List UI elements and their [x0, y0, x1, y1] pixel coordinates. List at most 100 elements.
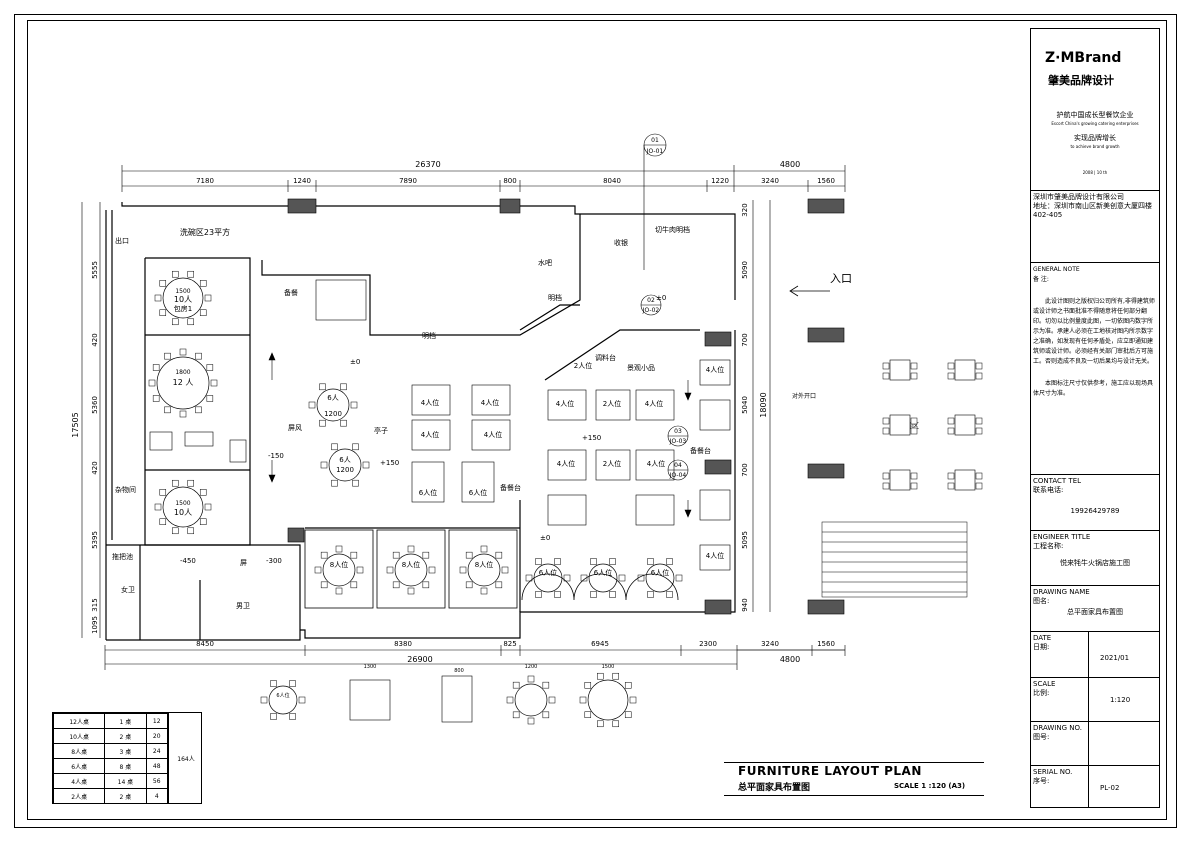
summary-cell: 4人桌 [52, 773, 106, 789]
label-male-wc: 男卫 [236, 602, 250, 610]
label-prep3: 备餐台 [690, 446, 711, 455]
dim-bottom-seg-4: 6945 [591, 640, 609, 648]
dim-top-seg-5: 8040 [603, 177, 621, 185]
stairs [821, 521, 968, 598]
legend-round-6 [260, 680, 306, 720]
room-10b-label: 10人 [174, 508, 192, 517]
booth-table [699, 544, 731, 571]
booth-label-11: 2人位 [603, 459, 621, 468]
room-10a-label: 10人 [174, 295, 192, 304]
scale-en: SCALE [1033, 680, 1056, 688]
marker-04-num: 04 [674, 462, 682, 469]
dim-left-3: 5360 [91, 396, 99, 414]
dim-bottom-seg-2: 8380 [394, 640, 412, 648]
drawing-name-cell: DRAWING NAME 图名: 总平面家具布置图 [1030, 585, 1160, 631]
contact-tel: 19926429789 [1070, 507, 1120, 515]
drawing-frame [27, 20, 1167, 820]
legend-round-10 [579, 672, 637, 728]
booth-table [635, 449, 675, 481]
date-en: DATE [1033, 634, 1052, 642]
round-table-6e [637, 558, 683, 598]
company-address: 地址：深圳市南山区新美创意大厦四楼402-405 [1033, 202, 1152, 219]
level-0b: ±0 [540, 534, 550, 542]
drawing-name-en: DRAWING NAME [1033, 588, 1090, 596]
eng-title-cn: 工程名称: [1033, 542, 1064, 550]
booth-table [595, 389, 631, 421]
dim-left-total: 17505 [71, 412, 80, 437]
drawing-name-val: 总平面家具布置图 [1067, 608, 1123, 616]
outdoor-table [947, 469, 983, 491]
booth-table [547, 494, 587, 526]
date-cn: 日期: [1033, 643, 1050, 651]
level-m150: -150 [268, 452, 284, 460]
general-note-cell: GENERAL NOTE 备 注: 此设计图则之版权归公司所有,非得建筑师或设计… [1030, 262, 1160, 472]
booth6-label-5: 6人位 [594, 568, 612, 577]
round-table-8c [459, 545, 509, 595]
label-exit: 出口 [115, 236, 129, 245]
dim-top-right-2: 1560 [817, 177, 835, 185]
serial-en: SERIAL NO. [1033, 768, 1073, 776]
label-open-bar: 明档 [548, 293, 562, 302]
label-mop: 拖把池 [112, 552, 133, 561]
summary-cell: 56 [145, 773, 168, 789]
marker-03-code: JO-03 [669, 438, 687, 445]
room-12-label: 12 人 [173, 378, 194, 387]
scale-cn: 比例: [1033, 689, 1050, 697]
outer-frame [14, 14, 1177, 828]
booth-table [547, 449, 587, 481]
summary-cell: 12人桌 [52, 713, 106, 729]
floor-plan: 26370 7180 1240 7890 800 8040 1220 4800 … [71, 133, 983, 728]
room-12-size: 1800 [175, 369, 190, 376]
serial-val: PL-02 [1100, 784, 1120, 792]
summary-cell: 48 [145, 758, 168, 774]
legend-label-5: 1500 [602, 664, 615, 670]
slogan-cn: 护航中国成长型餐饮企业 [1056, 111, 1134, 119]
summary-cell: 2 桌 [104, 788, 147, 804]
serial-cn: 序号: [1033, 777, 1050, 785]
marker-01-num: 01 [651, 137, 659, 144]
dim-right-3: 700 [741, 333, 749, 346]
contact-cell: CONTACT TEL 联系电话: 19926429789 [1030, 474, 1160, 524]
booth-label-9: 4人位 [645, 399, 663, 408]
dim-left-6: 315 [91, 598, 99, 611]
booth-table [635, 389, 675, 421]
summary-cell: 14 桌 [104, 773, 147, 789]
summary-cell: 2 桌 [104, 728, 147, 744]
dim-right-2: 5090 [741, 261, 749, 279]
round-table-8a [314, 545, 364, 595]
summary-cell: 20 [145, 728, 168, 744]
summary-cell: 1 桌 [104, 713, 147, 729]
room-10a-size: 1500 [175, 288, 190, 295]
summary-cell: 8 桌 [104, 758, 147, 774]
booth-table [411, 384, 451, 416]
note-text: 此设计图则之版权归公司所有,非得建筑师或设计师之书面批准不得随意将任何部分翻印。… [1033, 298, 1155, 365]
outdoor-table [947, 414, 983, 436]
dim-left-4: 420 [91, 461, 99, 474]
room-10b-size: 1500 [175, 500, 190, 507]
note-text2: 本图标注尺寸仅供参考，施工应以现场具体尺寸为准。 [1033, 380, 1154, 397]
drawing-no-cell: DRAWING NO. 图号: [1030, 721, 1160, 765]
marker-03-num: 03 [674, 428, 682, 435]
label-beef-bar: 切牛肉明档 [655, 225, 690, 234]
round-table-10a [154, 270, 212, 326]
booth-label-8: 2人位 [603, 399, 621, 408]
title-block-divider [1088, 631, 1089, 808]
dim-right-total: 18090 [759, 392, 768, 417]
label-screen: 屏风 [288, 424, 302, 432]
round-table-8b [386, 545, 436, 595]
drawing-no-en: DRAWING NO. [1033, 724, 1082, 732]
outdoor-table [882, 469, 918, 491]
level-150b: +150 [582, 434, 601, 442]
label-screen2: 屏 [240, 559, 247, 567]
date-cell: DATE 日期: 2021/01 [1030, 631, 1160, 677]
contact-cn: 联系电话: [1033, 486, 1064, 494]
summary-cell: 8人桌 [52, 743, 106, 759]
company-cell: 深圳市肇美品牌设计有限公司 地址：深圳市南山区新美创意大厦四楼402-405 [1030, 190, 1160, 260]
eng-title-val: 悦来牦牛火锅店施工图 [1060, 559, 1130, 567]
slogan2-cn: 实现品牌增长 [1074, 134, 1116, 142]
summary-cell: 12 [145, 713, 168, 729]
general-note-cn: 备 注: [1033, 276, 1049, 283]
summary-cell: 3 桌 [104, 743, 147, 759]
dim-right-5: 700 [741, 463, 749, 476]
